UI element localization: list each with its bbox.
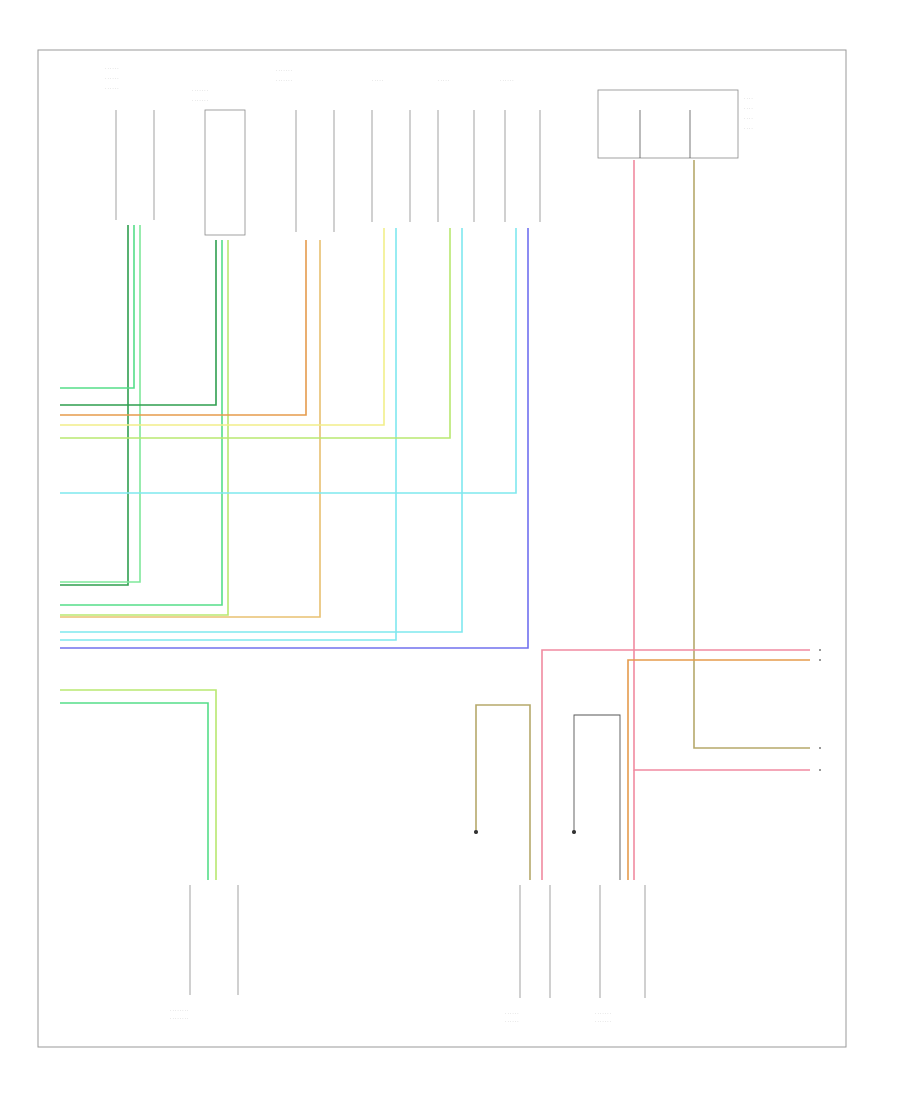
right-speaker-connector: · · · · · xyxy=(371,78,411,222)
wire-seat-orange xyxy=(627,659,810,880)
svg-text:· · · · · · ·: · · · · · · · xyxy=(276,78,292,83)
wire-center-2 xyxy=(60,240,321,618)
svg-text:· · · · · ·: · · · · · · xyxy=(105,76,119,81)
left-speaker-connector: · · · · · xyxy=(437,78,475,222)
svg-text:· · · · · · · ·: · · · · · · · · xyxy=(170,1016,188,1021)
svg-text:· · · · · ·: · · · · · · xyxy=(500,78,514,83)
wire-center-1 xyxy=(60,240,307,416)
wire-lf-3 xyxy=(60,225,135,389)
svg-text:· · · ·: · · · · xyxy=(744,106,753,111)
svg-text:· · · · · · ·: · · · · · · · xyxy=(595,1011,611,1016)
fuse-block: · · · · · · · · · · · · · · · · xyxy=(597,89,753,159)
wire-left-1 xyxy=(60,228,451,439)
wire-rf-2 xyxy=(60,240,229,616)
wire-rear-1 xyxy=(60,689,217,880)
svg-text:· · · · · · · ·: · · · · · · · · xyxy=(170,1008,188,1013)
svg-text:· · · ·: · · · · xyxy=(744,96,753,101)
right-terminals xyxy=(819,649,821,771)
diagram-border xyxy=(37,49,847,1048)
svg-text:· · · · · · ·: · · · · · · · xyxy=(192,88,208,93)
svg-text:· · · ·: · · · · xyxy=(744,116,753,121)
wire-seat-pink-1 xyxy=(541,649,810,880)
svg-text:· · · ·: · · · · xyxy=(744,126,753,131)
wire-lf-2 xyxy=(60,225,141,583)
svg-text:· · · · · · ·: · · · · · · · xyxy=(276,68,292,73)
wire-fuse-pink xyxy=(633,160,810,771)
wire-lf-1 xyxy=(60,225,129,586)
front-center-speaker-connector: · · · · · · · · · · · · · · xyxy=(276,68,335,232)
rf-speaker-connector: · · · · · · · · · · · · · · xyxy=(192,88,246,236)
lf-speaker-connector: · · · · · · · · · · · · · · · · · · xyxy=(105,66,155,220)
wire-rear-2 xyxy=(60,702,209,880)
ground-right xyxy=(572,830,576,834)
wire-rf-1 xyxy=(60,240,217,406)
svg-text:· · · · ·: · · · · · xyxy=(438,78,449,83)
wire-right-2 xyxy=(60,228,397,641)
svg-text:· · · · · ·: · · · · · · xyxy=(505,1011,519,1016)
wire-passenger-ground xyxy=(573,714,621,880)
wire-fuse-olive xyxy=(693,160,810,749)
svg-text:· · · · · ·: · · · · · · xyxy=(105,86,119,91)
wire-lower-2 xyxy=(60,228,529,649)
svg-text:· · · · ·: · · · · · xyxy=(372,78,383,83)
svg-text:· · · · · ·: · · · · · · xyxy=(505,1019,519,1024)
wire-lower-1 xyxy=(60,228,517,494)
wire-driver-ground xyxy=(475,704,531,880)
lower-speaker-connector: · · · · · · xyxy=(500,78,541,222)
driver-seat-module-connector: · · · · · · · · · · · · xyxy=(505,885,551,1024)
svg-text:· · · · · · ·: · · · · · · · xyxy=(192,98,208,103)
svg-text:· · · · · · ·: · · · · · · · xyxy=(595,1019,611,1024)
ground-left xyxy=(474,830,478,834)
passenger-seat-module-connector: · · · · · · · · · · · · · · xyxy=(595,885,646,1024)
left-rear-module-connector: · · · · · · · · · · · · · · · · xyxy=(170,885,239,1021)
wire-rf-3 xyxy=(60,240,223,606)
svg-text:· · · · · ·: · · · · · · xyxy=(105,66,119,71)
wire-right-1 xyxy=(60,228,385,426)
wire-left-2 xyxy=(60,228,463,633)
